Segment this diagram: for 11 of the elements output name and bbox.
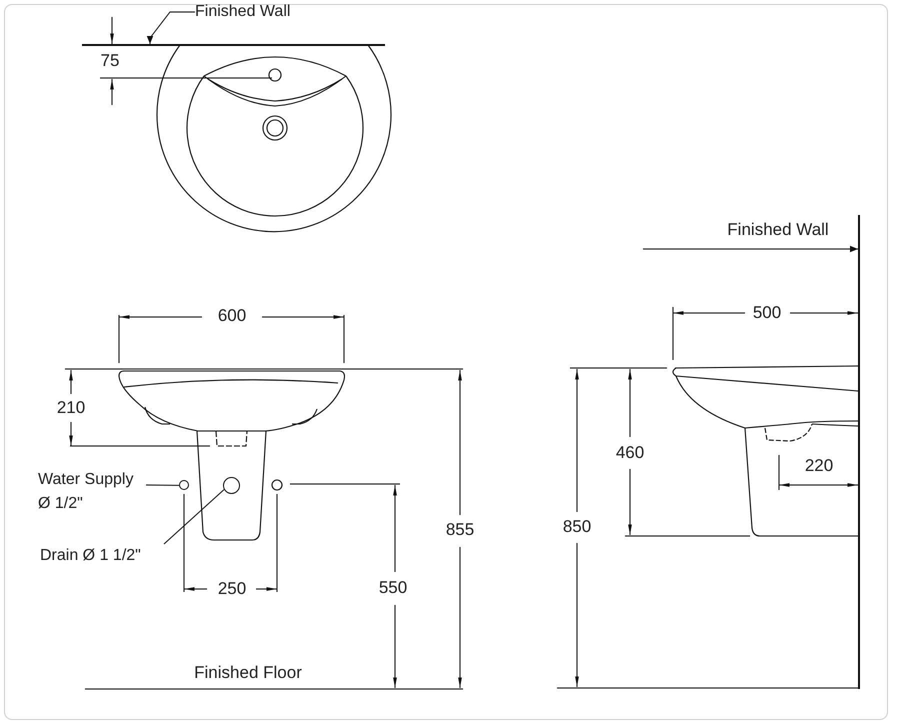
leader-line	[146, 484, 180, 486]
leader-line	[146, 12, 196, 44]
callout-text: Water Supply Ø 1/2"	[38, 470, 134, 514]
arrow	[642, 246, 858, 252]
callout-text: Finished Wall	[195, 2, 292, 22]
leader-line	[164, 489, 224, 544]
wall-line	[858, 215, 860, 689]
pipe-outlet	[223, 477, 240, 494]
wall-line	[82, 44, 385, 46]
pipe-outlet	[179, 480, 189, 490]
callout-text: Drain Ø 1 1/2"	[40, 546, 142, 566]
